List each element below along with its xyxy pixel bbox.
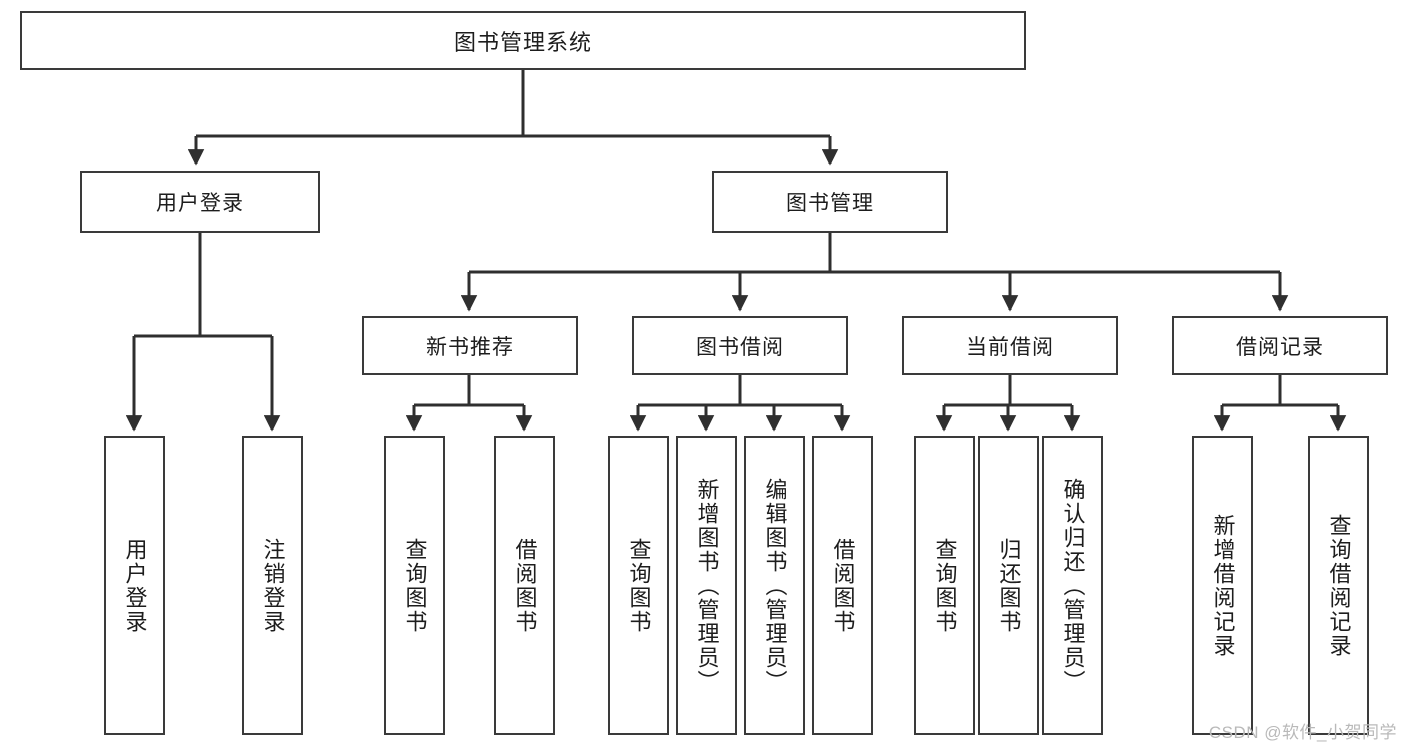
node-label: 查询图书 [626, 537, 652, 634]
leaf-new-book-query-book[interactable]: 查询图书 [384, 436, 445, 735]
node-user-login[interactable]: 用户登录 [80, 171, 320, 233]
node-label: 新增借阅记录 [1210, 513, 1236, 658]
leaf-current-borrow-confirm-return-admin[interactable]: 确认归还（管理员） [1042, 436, 1103, 735]
leaf-borrow-record-add-record[interactable]: 新增借阅记录 [1192, 436, 1253, 735]
node-label: 用户登录 [122, 537, 148, 634]
node-label: 借阅记录 [1236, 335, 1324, 359]
node-label: 查询图书 [932, 537, 958, 634]
leaf-book-borrow-add-book-admin[interactable]: 新增图书（管理员） [676, 436, 737, 735]
leaf-new-book-borrow-book[interactable]: 借阅图书 [494, 436, 555, 735]
leaf-book-borrow-query-book[interactable]: 查询图书 [608, 436, 669, 735]
node-root-book-management-system[interactable]: 图书管理系统 [20, 11, 1026, 70]
node-label: 查询借阅记录 [1326, 513, 1352, 658]
node-label: 新增图书（管理员） [694, 477, 720, 694]
node-borrow-record[interactable]: 借阅记录 [1172, 316, 1388, 375]
leaf-user-login-logout[interactable]: 注销登录 [242, 436, 303, 735]
leaf-current-borrow-query-book[interactable]: 查询图书 [914, 436, 975, 735]
leaf-borrow-record-query-record[interactable]: 查询借阅记录 [1308, 436, 1369, 735]
node-label: 查询图书 [402, 537, 428, 634]
node-label: 用户登录 [156, 192, 244, 215]
node-label: 新书推荐 [426, 335, 514, 359]
node-label: 归还图书 [996, 537, 1022, 634]
node-label: 图书借阅 [696, 335, 784, 359]
node-book-management[interactable]: 图书管理 [712, 171, 948, 233]
node-label: 注销登录 [260, 537, 286, 634]
node-label: 编辑图书（管理员） [762, 477, 788, 694]
node-current-borrow[interactable]: 当前借阅 [902, 316, 1118, 375]
node-label: 确认归还（管理员） [1060, 477, 1086, 694]
leaf-book-borrow-edit-book-admin[interactable]: 编辑图书（管理员） [744, 436, 805, 735]
node-label: 图书管理 [786, 192, 874, 215]
leaf-book-borrow-borrow-book[interactable]: 借阅图书 [812, 436, 873, 735]
leaf-user-login-login[interactable]: 用户登录 [104, 436, 165, 735]
leaf-current-borrow-return-book[interactable]: 归还图书 [978, 436, 1039, 735]
node-label: 借阅图书 [830, 537, 856, 634]
node-label: 图书管理系统 [453, 29, 592, 55]
node-new-book-recommend[interactable]: 新书推荐 [362, 316, 578, 375]
node-label: 借阅图书 [512, 537, 538, 634]
node-book-borrow[interactable]: 图书借阅 [632, 316, 848, 375]
node-label: 当前借阅 [966, 335, 1054, 359]
